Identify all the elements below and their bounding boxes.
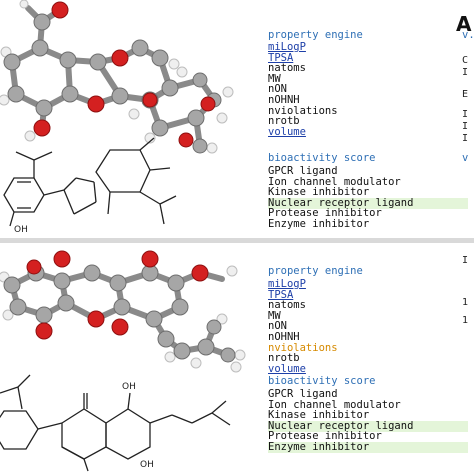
score-column-heading-top: v [462,152,469,164]
bioactivity-item: Protease inhibitor [268,207,382,220]
property-item: MW [268,309,281,322]
bioactivity-item: Enzyme inhibitor [268,218,370,230]
property-engine-heading-bottom: property engine [268,265,363,277]
value-fragment: 1 [462,297,469,308]
bioactivity-heading-top: bioactivity score [268,152,376,164]
property-item[interactable]: miLogP [268,41,306,53]
property-engine-heading-top: property engine [268,29,363,41]
property-item: natoms [268,299,306,312]
bioactivity-item: Kinase inhibitor [268,186,370,199]
oh-label-bottom-2: OH [140,460,154,470]
bioactivity-item: Protease inhibitor [268,430,382,443]
skeletal-structure-bottom [0,374,231,472]
property-item: nON [268,320,287,333]
bioactivity-item: GPCR ligand [268,388,338,400]
panel-divider [0,238,474,243]
property-item: nOHNH [268,94,300,106]
value-fragment: C [462,55,469,66]
property-item[interactable]: volume [268,362,306,375]
bioactivity-item: Nuclear receptor ligand [268,197,468,210]
hydrogen-atoms-top [0,0,234,154]
property-item: nOHNH [268,331,300,343]
property-item: nviolations [268,341,338,354]
value-fragment: I [462,255,469,266]
property-item[interactable]: TPSA [268,288,294,301]
property-item: MW [268,72,281,85]
bioactivity-item: Ion channel modulator [268,175,401,188]
oh-label-top: OH [14,225,28,235]
oh-label-bottom-1: OH [122,382,136,392]
carbon-atoms-bottom [3,264,236,363]
value-fragment: I [462,109,469,120]
molecule-area-bottom: OH OH [0,243,262,474]
property-item[interactable]: TPSA [268,51,294,64]
value-fragment: I [462,133,469,144]
oxygen-atoms-top [33,1,216,148]
molecule-3d-model-top: OH [0,0,234,235]
property-item[interactable]: miLogP [268,278,306,290]
panel-label-a: A [456,12,472,36]
value-fragment: I [462,67,469,78]
property-item: nrotb [268,115,300,128]
property-item: nrotb [268,352,300,365]
bioactivity-heading-bottom: bioactivity score [268,375,376,387]
value-column-heading-top: v. [462,29,474,41]
property-item: natoms [268,62,306,75]
bioactivity-item: Ion channel modulator [268,398,401,411]
hydrogen-atoms-bottom [0,265,246,373]
bioactivity-item: GPCR ligand [268,165,338,177]
molecule-3d-model-bottom: OH OH [0,250,246,472]
molecule-area-top: OH [0,0,262,238]
value-fragment: E [462,89,469,100]
skeletal-structure-top [3,137,177,227]
value-fragment: I [462,121,469,132]
property-item[interactable]: volume [268,125,306,138]
bioactivity-item: Nuclear receptor ligand [268,420,468,433]
oxygen-atoms-bottom [26,250,209,340]
value-fragment: 1 [462,315,469,326]
bioactivity-item: Enzyme inhibitor [268,441,468,454]
property-item: nON [268,83,287,96]
bioactivity-item: Kinase inhibitor [268,409,370,422]
property-item: nviolations [268,104,338,117]
